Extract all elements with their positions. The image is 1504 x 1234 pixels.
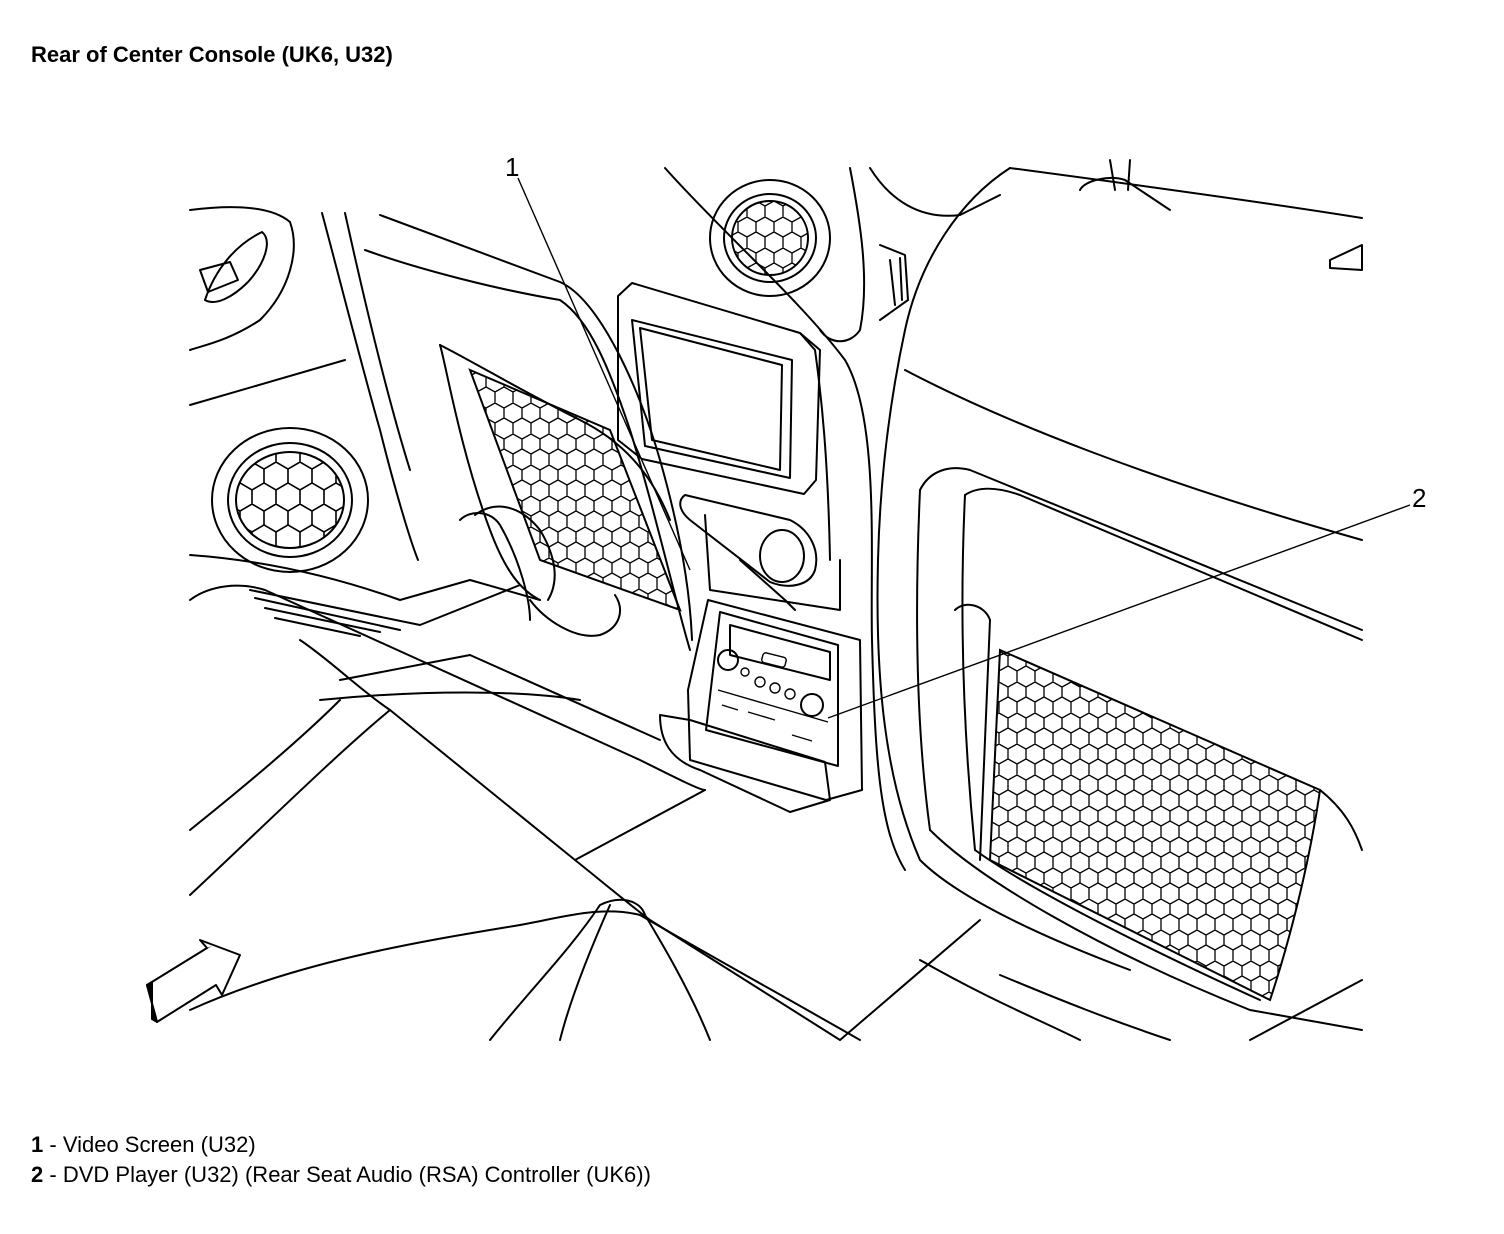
view-direction-arrow-icon xyxy=(146,939,241,1023)
page-title: Rear of Center Console (UK6, U32) xyxy=(31,42,393,67)
legend-number: 2 xyxy=(31,1162,44,1187)
video-screen-assembly xyxy=(617,282,841,611)
dvd-player-rsa-controller xyxy=(659,599,863,813)
legend: 1 - Video Screen (U32) 2 - DVD Player (U… xyxy=(31,1130,651,1190)
callout-2-number: 2 xyxy=(1412,483,1426,513)
legend-separator: - xyxy=(49,1162,57,1187)
legend-number: 1 xyxy=(31,1132,44,1157)
left-speaker-grille xyxy=(211,427,369,573)
callout-leaders: 1 2 xyxy=(505,152,1426,719)
legend-label: DVD Player (U32) (Rear Seat Audio (RSA) … xyxy=(62,1162,651,1187)
legend-item-2: 2 - DVD Player (U32) (Rear Seat Audio (R… xyxy=(31,1160,651,1190)
upper-right-speaker-grille xyxy=(709,179,831,297)
rear-seat-and-floor xyxy=(189,512,1363,1041)
legend-label: Video Screen (U32) xyxy=(62,1132,256,1157)
callout-1-number: 1 xyxy=(505,152,519,182)
legend-item-1: 1 - Video Screen (U32) xyxy=(31,1130,651,1160)
left-door-panel xyxy=(189,206,419,561)
legend-separator: - xyxy=(49,1132,57,1157)
center-console-right-seat xyxy=(664,159,1363,1031)
dash-top-right xyxy=(819,167,1001,343)
